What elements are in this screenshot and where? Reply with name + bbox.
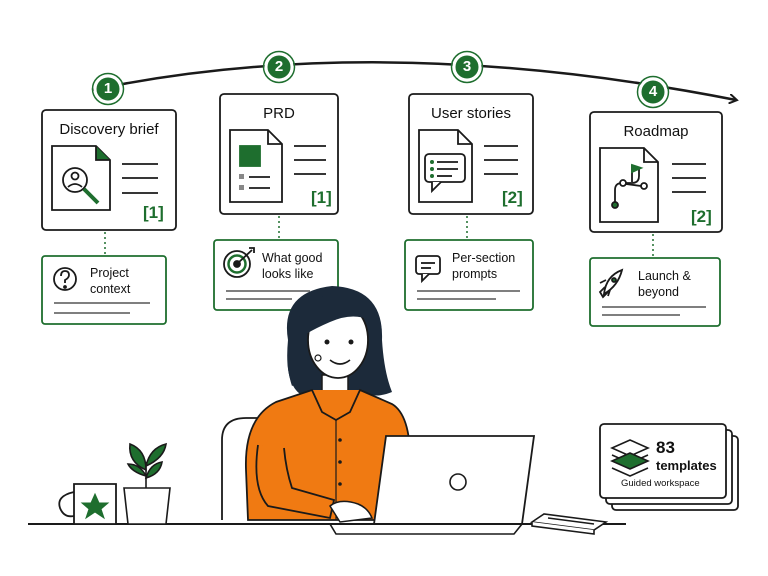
note-connectors xyxy=(104,216,654,258)
phone xyxy=(529,513,609,535)
step-2-title: PRD xyxy=(263,105,295,122)
plant xyxy=(123,442,171,525)
left-arm xyxy=(255,444,336,520)
step-2-number-circle xyxy=(262,50,296,84)
step-1-number-circle xyxy=(91,72,125,106)
note-lines xyxy=(54,290,706,316)
search-person-doc-icon xyxy=(51,145,111,211)
step-3-title: User stories xyxy=(430,105,512,122)
step-2-text-lines xyxy=(294,145,326,175)
templates-subtitle: Guided workspace xyxy=(621,478,700,489)
laptop-base xyxy=(328,523,524,535)
step-3-number: 3 xyxy=(462,58,472,75)
step-2-badge: [1] xyxy=(311,188,332,207)
step-4-note-text: Launch &beyond xyxy=(638,269,691,299)
step-1-title: Discovery brief xyxy=(59,121,159,138)
question-icon xyxy=(53,267,77,291)
timeline-arrow xyxy=(91,61,736,100)
right-eye xyxy=(348,339,354,345)
rocket-icon xyxy=(598,268,624,299)
target-icon xyxy=(223,247,255,278)
hands xyxy=(329,500,374,523)
templates-count: 83 xyxy=(656,438,675,457)
templates-label: templates xyxy=(656,458,717,473)
step-1-badge: [1] xyxy=(143,203,164,222)
earring xyxy=(314,354,322,362)
step-3-number-circle xyxy=(450,50,484,84)
step-4-note-card xyxy=(589,257,721,327)
step-3-text-lines xyxy=(484,145,518,175)
step-4-badge: [2] xyxy=(691,207,712,226)
step-4-title: Roadmap xyxy=(623,123,689,140)
route-doc-icon xyxy=(599,147,659,223)
step-2-number: 2 xyxy=(274,58,284,75)
speech-bubble-icon xyxy=(415,255,441,284)
chat-doc-icon xyxy=(418,129,473,203)
step-1-number: 1 xyxy=(103,80,113,97)
step-3-badge: [2] xyxy=(502,188,523,207)
prd-doc-icon xyxy=(229,129,283,203)
laptop-screen xyxy=(372,435,536,525)
stack-layers-icon xyxy=(610,439,650,477)
step-1-text-lines xyxy=(122,163,158,194)
step-4-number: 4 xyxy=(648,83,658,100)
step-4-text-lines xyxy=(672,163,706,193)
mug xyxy=(58,483,117,525)
step-4-number-circle xyxy=(636,75,670,109)
hair-front xyxy=(305,292,371,334)
laptop-logo xyxy=(449,473,467,491)
smile xyxy=(329,359,351,365)
left-eye xyxy=(324,339,330,345)
step-1-note-card xyxy=(41,255,167,325)
